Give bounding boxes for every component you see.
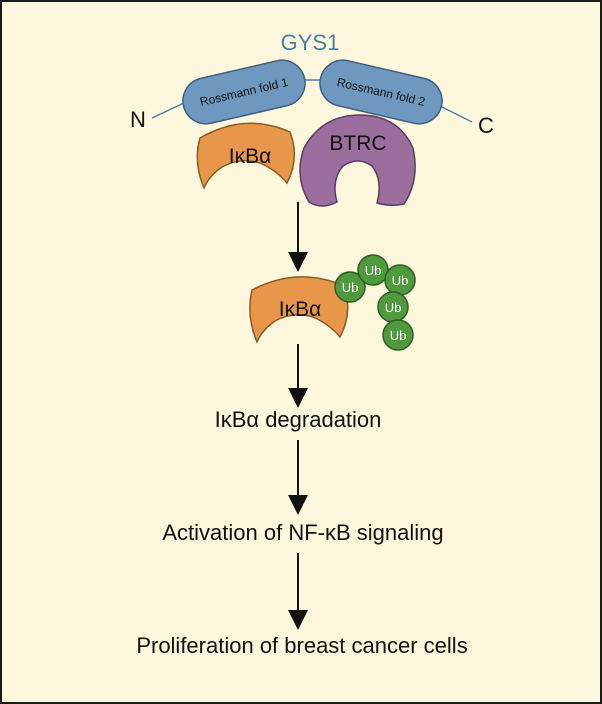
gys1-label: GYS1	[281, 30, 340, 55]
n-terminus-label: N	[130, 107, 146, 132]
ubiquitin-5: Ub	[382, 319, 414, 351]
rossmann-fold-2-domain: Rossmann fold 2	[319, 59, 443, 125]
ubiquitin-3: Ub	[384, 264, 416, 296]
btrc-protein	[299, 114, 416, 207]
n-terminus-line	[151, 101, 187, 119]
ubiquitin-chain: Ub Ub Ub Ub Ub	[334, 254, 416, 351]
svg-text:Ub: Ub	[390, 328, 407, 343]
svg-text:Ub: Ub	[385, 300, 402, 315]
step-cell-proliferation: Proliferation of breast cancer cells	[136, 633, 467, 658]
svg-text:Ub: Ub	[392, 273, 409, 288]
c-terminus-line	[439, 105, 473, 123]
ubiquitin-4: Ub	[377, 291, 409, 323]
ubiquitin-1: Ub	[334, 271, 366, 303]
ikba-top-label: IκBα	[229, 145, 271, 168]
ikba-middle-label: IκBα	[279, 298, 321, 321]
c-terminus-label: C	[478, 113, 494, 138]
svg-text:Ub: Ub	[342, 280, 359, 295]
step-nfkb-activation: Activation of NF-κB signaling	[162, 520, 443, 545]
ikba-protein-top	[196, 122, 296, 190]
svg-text:Ub: Ub	[365, 263, 382, 278]
step-ikba-degradation: IκBα degradation	[215, 407, 382, 432]
ubiquitin-2: Ub	[357, 254, 389, 286]
btrc-label: BTRC	[329, 132, 386, 155]
rossmann-fold-1-domain: Rossmann fold 1	[182, 59, 306, 125]
